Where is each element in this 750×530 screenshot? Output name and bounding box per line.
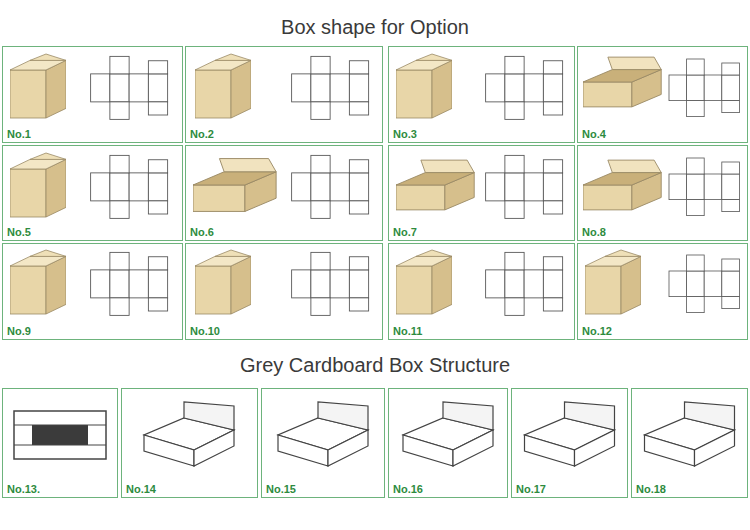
option-number: No.12 [582, 325, 612, 337]
option-number: No.2 [190, 128, 214, 140]
option-number: No.1 [7, 128, 31, 140]
option-number: No.14 [126, 483, 156, 495]
option-cell: No.12 [577, 243, 748, 340]
option-cell: No.17 [511, 388, 628, 498]
option-number: No.11 [393, 325, 422, 337]
option-cell: No.14 [121, 388, 258, 498]
option-cell: No.11 [388, 243, 575, 340]
option-number: No.9 [7, 325, 31, 337]
option-number: No.5 [7, 226, 31, 238]
option-number: No.16 [393, 483, 423, 495]
page-title: Box shape for Option [0, 16, 750, 39]
option-number: No.3 [393, 128, 417, 140]
option-number: No.4 [582, 128, 606, 140]
option-cell: No.2 [185, 46, 383, 143]
option-cell: No.5 [2, 145, 183, 241]
option-cell: No.13. [2, 388, 118, 498]
option-number: No.7 [393, 226, 417, 238]
section-heading: Grey Cardboard Box Structure [0, 354, 750, 377]
option-number: No.13. [7, 483, 40, 495]
option-number: No.8 [582, 226, 606, 238]
option-number: No.15 [266, 483, 296, 495]
option-cell: No.16 [388, 388, 508, 498]
option-cell: No.18 [631, 388, 748, 498]
option-cell: No.4 [577, 46, 748, 143]
option-cell: No.7 [388, 145, 575, 241]
option-number: No.6 [190, 226, 214, 238]
option-cell: No.15 [261, 388, 385, 498]
option-cell: No.8 [577, 145, 748, 241]
option-cell: No.10 [185, 243, 383, 340]
option-number: No.18 [636, 483, 666, 495]
option-number: No.17 [516, 483, 546, 495]
option-cell: No.6 [185, 145, 383, 241]
option-number: No.10 [190, 325, 220, 337]
option-cell: No.3 [388, 46, 575, 143]
option-cell: No.9 [2, 243, 183, 340]
option-cell: No.1 [2, 46, 183, 143]
